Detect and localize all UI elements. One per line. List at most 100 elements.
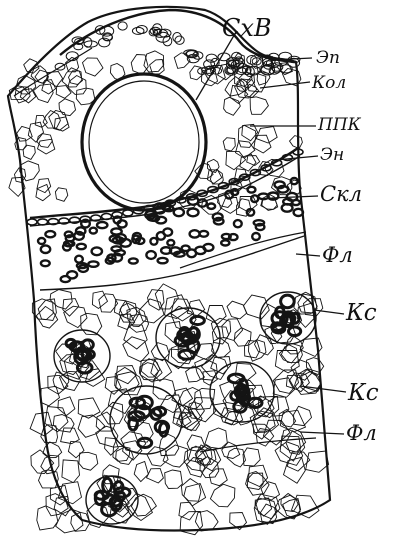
sclerenchyma-cell [158,258,168,263]
ground-parenchyma-cell [165,470,183,489]
sclerenchyma-cell [234,220,242,227]
sclerenchyma-cell [97,222,107,228]
ground-parenchyma-cell [254,498,277,524]
sclerenchyma-cell [174,208,184,216]
endodermis-cell [123,210,133,216]
sclerenchyma-cell [167,240,174,246]
parenchyma-cell [59,99,76,116]
ground-parenchyma-cell [121,432,146,453]
sclerenchyma-cell [111,228,121,234]
sclerenchyma-cell [182,246,190,251]
sclerenchyma-cell [129,258,138,263]
leader-fl-bottom [300,432,344,434]
ground-parenchyma-cell [62,460,80,483]
sclerenchyma-cell [146,251,155,259]
ground-parenchyma-cell [58,397,75,416]
parenchyma-cell [33,84,53,103]
parenchyma-cell [55,188,67,202]
ground-parenchyma-cell [38,299,56,321]
label-skl: Скл [320,182,362,206]
ground-parenchyma-cell [281,494,298,512]
ground-parenchyma-cell [195,511,218,531]
sclerenchyma-cell [92,247,102,255]
sclerenchyma-cell [221,240,229,245]
sclerenchyma-cell [188,197,198,205]
label-fl-top: Фл [322,243,353,267]
ground-parenchyma-cell [78,415,105,437]
epidermal-cell [175,36,184,44]
parenchyma-cell [36,185,50,201]
sclerenchyma-cell [208,204,216,209]
parenchyma-cell [256,127,277,143]
sclerenchyma-cell [75,256,83,263]
parenchyma-cell [226,151,246,169]
parenchyma-cell [49,111,68,131]
ground-parenchyma-cell [123,337,149,362]
label-ks-upper: Кс [345,300,377,326]
ground-parenchyma-cell [30,412,53,436]
label-ppk: ППК [317,115,362,135]
ground-parenchyma-cell [61,428,80,444]
ground-parenchyma-cell [195,388,215,409]
ground-parenchyma-cell [284,457,306,483]
endodermis-cell [38,219,48,225]
sclerenchyma-cell [188,209,199,217]
sclerenchyma-cell [252,233,260,240]
ground-parenchyma-cell [210,484,235,507]
label-cxb: СхВ [222,14,272,42]
ground-parenchyma-cell [244,295,270,319]
label-kol: Кол [311,73,346,93]
sclerenchyma-cell [275,181,285,188]
xylem-vessel [191,316,205,324]
ground-parenchyma-cell [181,479,201,502]
ground-parenchyma-cell [261,482,280,500]
sclerenchyma-cell [45,231,55,237]
ground-parenchyma-cell [116,447,134,464]
epidermal-cell [118,22,127,30]
sclerenchyma-cell [256,224,265,230]
parenchyma-cell [224,97,241,115]
sclerenchyma-cell [38,238,45,244]
xylem-vessel [281,295,295,308]
sclerenchyma-cell [41,245,50,253]
label-ks-lower: Кс [347,380,379,406]
ground-parenchyma-cell [248,465,267,486]
xylem-vessel [248,398,262,407]
epidermal-cell [173,33,182,43]
parenchyma-cell [83,58,104,76]
ground-parenchyma-cell [147,469,164,483]
parenchyma-cell [238,125,256,147]
sclerenchyma-cell [291,178,298,184]
sclerenchyma-cell [90,228,97,234]
sclerenchyma-cell [150,238,157,245]
sclerenchyma-cell [41,260,50,266]
label-fl-bottom: Фл [346,421,377,445]
ground-parenchyma-cell [227,301,247,319]
parenchyma-cell [38,139,55,154]
ground-parenchyma-cell [151,343,169,361]
parenchyma-cell [62,68,82,87]
sclerenchyma-cell [67,271,77,278]
sclerenchyma-cell [190,230,200,237]
parenchyma-cell [290,136,303,149]
sclerenchyma-cell [88,261,98,266]
sclerenchyma-cell [66,235,74,241]
ground-parenchyma-cell [243,448,260,466]
endodermis-cell [27,219,37,225]
leader-kol [260,82,310,88]
ground-parenchyma-cell [294,406,312,425]
ground-parenchyma-cell [134,462,148,482]
ground-parenchyma-cell [306,451,329,472]
parenchyma-cell [56,86,71,99]
label-en: Эн [320,145,344,165]
sclerenchyma-cell [77,244,86,249]
ground-parenchyma-cell [79,452,98,470]
leader-ks-lower [300,386,346,392]
sclerenchyma-cell [247,209,254,216]
cell-pattern [9,22,329,535]
label-ep: Эп [316,48,340,68]
ground-parenchyma-cell [205,428,227,449]
epidermal-cell [136,26,147,34]
